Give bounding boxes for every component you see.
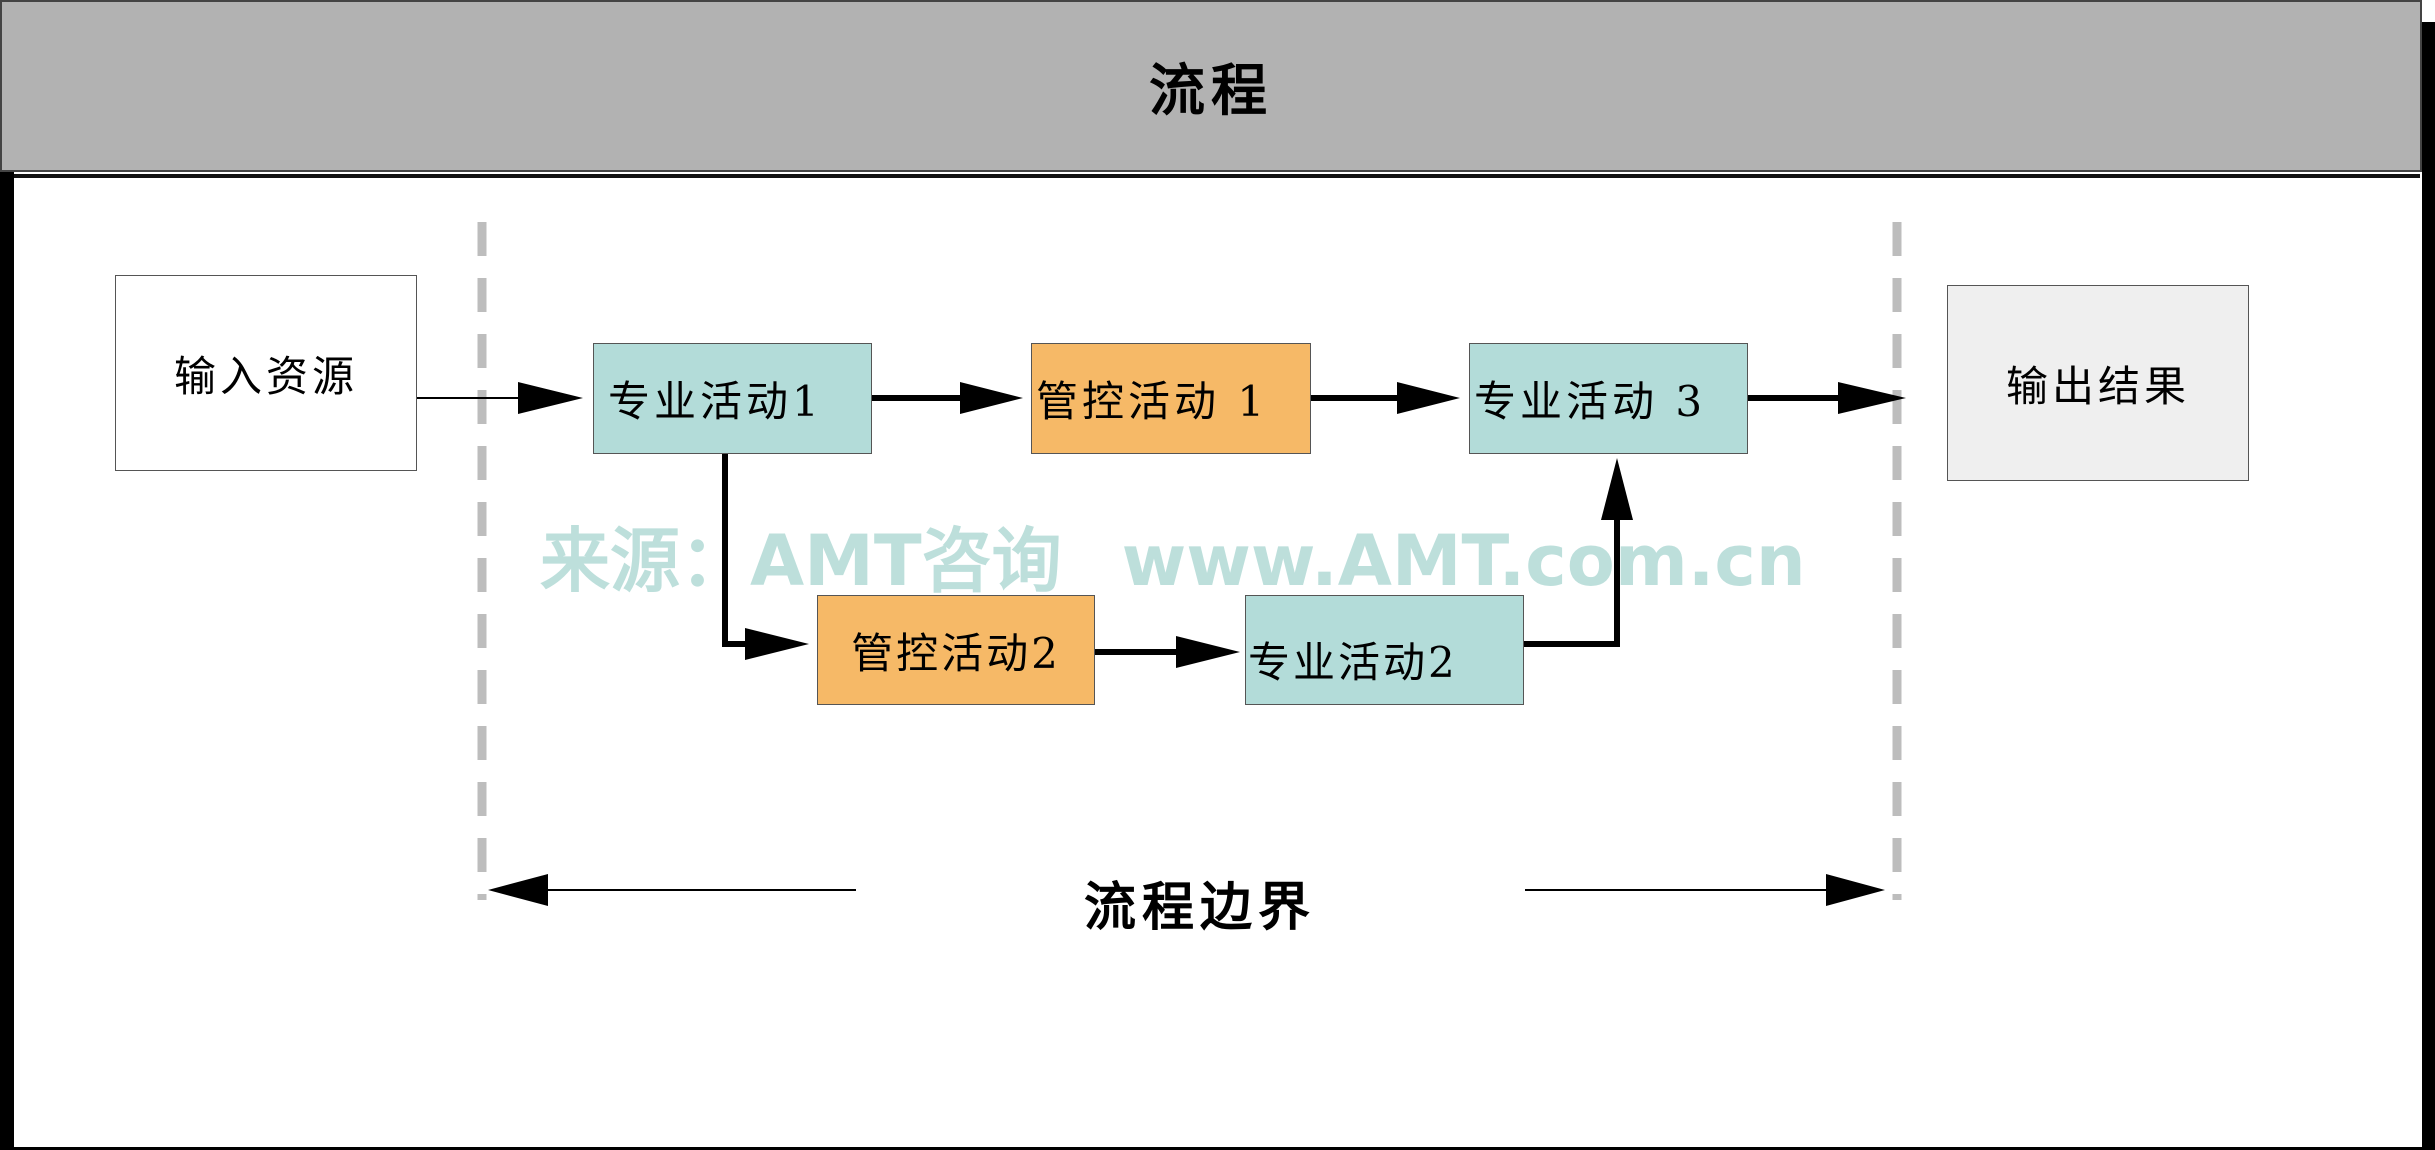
- arrow-ctrl2-to-spec2: [1095, 636, 1240, 668]
- watermark-source: 来源：AMT咨询: [540, 520, 1062, 602]
- boundary-arrow-right: [1525, 874, 1885, 906]
- arrow-spec2-to-spec3: [1524, 458, 1633, 647]
- process-boundary-label: 流程边界: [1083, 877, 1316, 938]
- professional-activity-3-box: 专业活动 3: [1469, 343, 1748, 454]
- left-border: [0, 172, 14, 1150]
- professional-activity-1-label: 专业活动1: [608, 377, 823, 426]
- bottom-border: [0, 1147, 2435, 1150]
- right-border: [2422, 22, 2435, 1150]
- input-resources-label: 输入资源: [173, 351, 358, 401]
- professional-activity-2-label: 专业活动2: [1248, 637, 1458, 687]
- professional-activity-3-label: 专业活动 3: [1474, 377, 1707, 426]
- output-results-box: 输出结果: [1947, 285, 2249, 481]
- control-activity-2-box: 管控活动2: [817, 595, 1095, 705]
- professional-activity-2-box: 专业活动2: [1245, 595, 1524, 705]
- page-title: 流程: [1149, 57, 1273, 124]
- control-activity-2-label: 管控活动2: [851, 628, 1061, 678]
- arrow-spec1-to-ctrl2: [722, 454, 809, 660]
- arrow-ctrl1-to-spec3: [1311, 382, 1460, 414]
- control-activity-1-label: 管控活动 1: [1036, 377, 1269, 426]
- title-bar: 流程: [0, 0, 2422, 178]
- watermark: 来源：AMT咨询 www.AMT.com.cn: [540, 505, 1806, 606]
- input-resources-box: 输入资源: [115, 275, 417, 471]
- arrow-input-to-spec1: [417, 382, 583, 414]
- professional-activity-1-box: 专业活动1: [593, 343, 872, 454]
- watermark-url: www.AMT.com.cn: [1121, 520, 1806, 602]
- control-activity-1-box: 管控活动 1: [1031, 343, 1311, 454]
- output-results-label: 输出结果: [2005, 361, 2190, 411]
- arrow-spec1-to-ctrl1: [872, 382, 1023, 414]
- boundary-arrow-left: [488, 874, 856, 906]
- arrow-spec3-to-output: [1748, 382, 1906, 414]
